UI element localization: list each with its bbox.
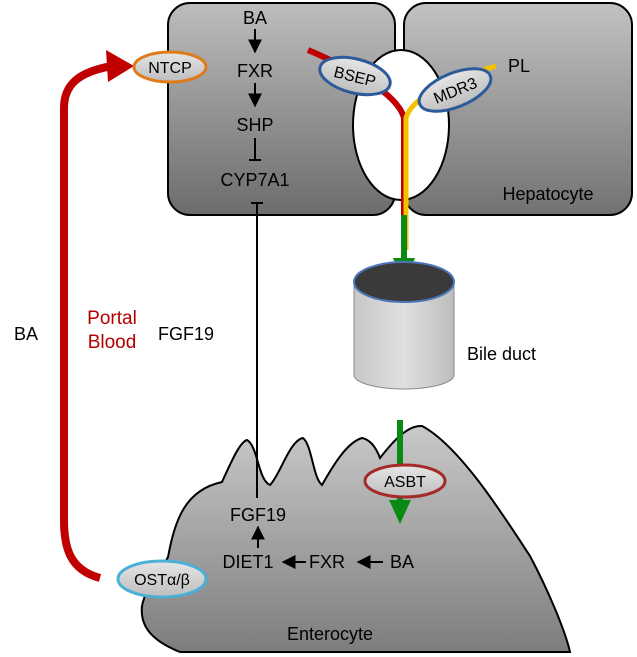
- ost-label: OSTα/β: [134, 572, 190, 589]
- bsep-transporter: BSEP: [318, 55, 392, 97]
- ntcp-label: NTCP: [148, 60, 192, 77]
- portal-label-line2: Blood: [88, 332, 137, 353]
- ntcp-transporter: [132, 50, 208, 84]
- bile-to-intestine-arrowhead: [389, 500, 411, 524]
- ost-transporter: [116, 559, 208, 599]
- asbt-label: ASBT: [384, 474, 426, 491]
- pl-label: PL: [508, 56, 530, 76]
- mdr3-transporter: MDR3: [417, 67, 493, 113]
- hep-shp-label: SHP: [236, 115, 273, 135]
- bile-duct-body: [353, 281, 455, 390]
- enterocyte-label: Enterocyte: [287, 624, 373, 644]
- enterocyte-cell: [140, 424, 572, 653]
- portal-ba-label: BA: [14, 324, 38, 344]
- hepatocyte-label: Hepatocyte: [502, 184, 593, 204]
- portal-blood-arrowhead: [106, 50, 134, 82]
- ent-fgf19-label: FGF19: [230, 505, 286, 525]
- ent-ba-label: BA: [390, 552, 414, 572]
- fgf19-circulation-label: FGF19: [158, 324, 214, 344]
- asbt-transporter: [363, 463, 447, 499]
- bile-duct-opening: [353, 261, 455, 303]
- bile-duct-label: Bile duct: [467, 344, 536, 364]
- portal-blood-loop: [60, 62, 113, 582]
- ent-diet1-label: DIET1: [222, 552, 273, 572]
- hep-ba-label: BA: [243, 8, 267, 28]
- hep-fxr-label: FXR: [237, 61, 273, 81]
- portal-label-line1: Portal: [87, 308, 137, 329]
- ent-fxr-label: FXR: [309, 552, 345, 572]
- hep-cyp7a1-label: CYP7A1: [220, 170, 289, 190]
